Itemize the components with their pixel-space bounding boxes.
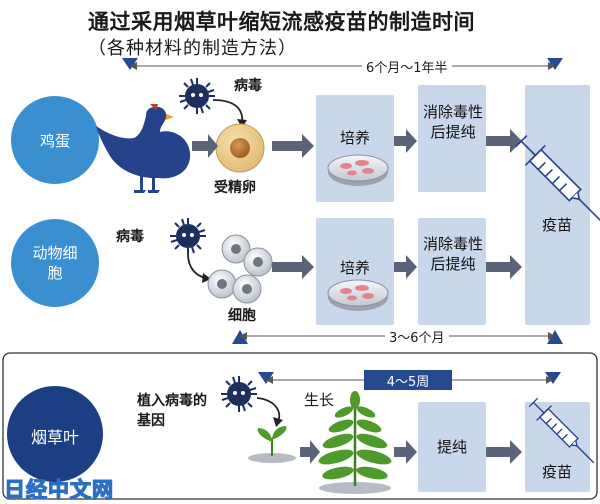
tobacco-row-circle [7,386,103,482]
seedling-icon [248,426,296,463]
flow-arrows-upper [192,129,522,158]
culture-dish-cell [327,279,389,311]
egg-purify-box [418,85,486,192]
egg-product-label: 受精卵 [214,180,256,196]
culture-dish-egg [327,154,389,186]
cell-purify-label: 消除毒性后提纯 [423,235,484,273]
cell-row-label: 动物细胞 [32,244,78,282]
egg-row-circle [11,96,99,184]
tobacco-row-label: 烟草叶 [30,428,79,447]
virus-icon-cell [170,218,206,254]
animal-cells-icon [207,234,273,304]
diagram-title: 通过采用烟草叶缩短流感疫苗的制造时间 [88,10,475,34]
cell-purify-box [418,218,486,325]
egg-culture-label: 培养 [339,129,370,147]
cell-product-label: 细胞 [228,308,256,324]
cell-timeline-end-marker [547,330,563,344]
egg-virus-label: 病毒 [234,78,262,94]
virus-icon-tobacco [221,376,257,412]
tobacco-vaccine-label: 疫苗 [541,463,572,481]
cell-virus-label: 病毒 [116,229,144,245]
egg-row-label: 鸡蛋 [39,132,70,150]
tobacco-timeline-start-marker [258,372,274,384]
flow-arrows-tobacco [300,440,522,464]
tobacco-duration-label: 4～5周 [386,375,430,390]
virus-icon-egg [179,78,215,114]
tobacco-grow-label: 生长 [304,391,335,409]
vaccine-label: 疫苗 [541,216,572,234]
egg-timeline-start-marker [122,58,138,70]
tobacco-virus-gene-label: 植入病毒的基因 [137,393,207,429]
cell-culture-label: 培养 [339,259,370,277]
egg-duration-label: 6个月～1年半 [362,57,452,76]
syringe-icon-tobacco [528,397,595,464]
syringe-icon [515,135,600,223]
tobacco-duration-box [364,370,452,390]
tobacco-purify-label: 提纯 [436,438,467,456]
flow-arrows-lower [272,255,522,279]
egg-purify-label: 消除毒性后提纯 [423,103,484,141]
tobacco-vaccine-box [525,402,590,492]
tobacco-purify-box [418,402,486,492]
egg-timeline-end-marker [547,58,563,70]
tobacco-plant-icon [318,391,392,494]
chicken-icon [96,104,191,193]
diagram-subtitle: （各种材料的制造方法） [88,38,297,59]
cell-timeline-start-marker [232,330,248,344]
cell-duration-label: 3～6个月 [385,327,449,346]
watermark-logo: 日经中文网 [3,477,114,502]
vaccine-box [525,85,590,325]
egg-culture-box [316,95,394,202]
cell-row-circle [11,219,99,307]
tobacco-timeline-end-marker [545,372,561,384]
